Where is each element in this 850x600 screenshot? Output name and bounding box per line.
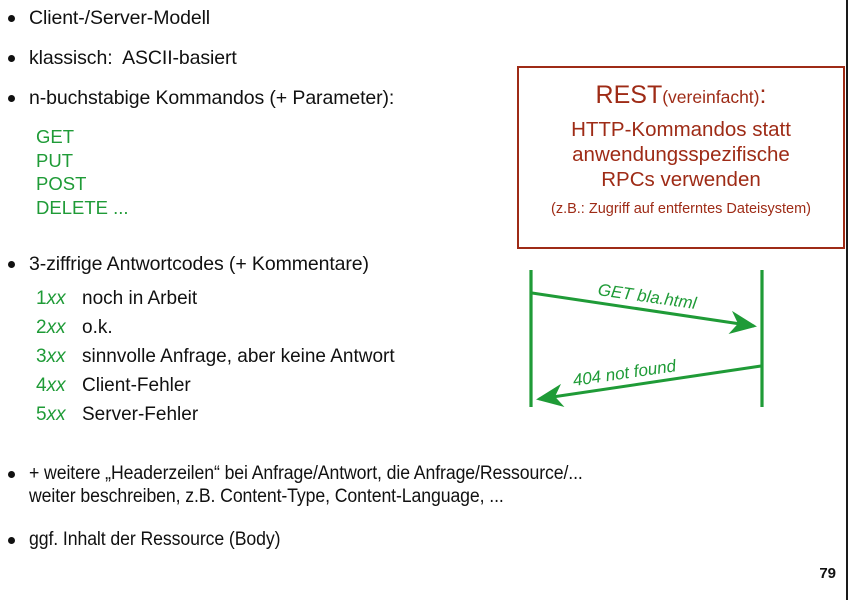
response-code-desc: o.k.: [82, 317, 113, 338]
rest-callout-box: REST(vereinfacht): HTTP-Kommandos statt …: [517, 66, 845, 249]
bullet-dot-icon: [8, 471, 15, 478]
http-verb-post: POST: [36, 173, 87, 194]
response-code-key: 3xx: [36, 346, 66, 367]
response-code-list: 1xx noch in Arbeit 2xx o.k. 3xx sinnvoll…: [36, 288, 395, 433]
response-code-desc: sinnvolle Anfrage, aber keine Antwort: [82, 346, 395, 367]
rest-title: REST(vereinfacht):: [519, 80, 843, 112]
response-code-desc: Client-Fehler: [82, 375, 191, 396]
response-code-desc: Server-Fehler: [82, 404, 199, 425]
bullet-label-block: + weitere „Headerzeilen“ bei Anfrage/Ant…: [29, 462, 624, 508]
bullet-item-4: + weitere „Headerzeilen“ bei Anfrage/Ant…: [8, 462, 624, 508]
bullet-dot-icon: [8, 55, 15, 62]
response-code-row: 1xx noch in Arbeit: [36, 288, 395, 317]
sequence-diagram-svg: [529, 270, 764, 408]
response-code-row: 5xx Server-Fehler: [36, 404, 395, 433]
http-verb-list: GET PUT POST DELETE ...: [36, 125, 129, 219]
bullet-item-1: klassisch: ASCII-basiert: [8, 46, 237, 71]
bullet-dot-icon: [8, 537, 15, 544]
response-code-desc: noch in Arbeit: [82, 288, 198, 309]
rest-body-text: HTTP-Kommandos statt anwendungsspezifisc…: [571, 118, 791, 191]
rest-title-colon: :: [759, 81, 767, 109]
http-verb-put: PUT: [36, 149, 73, 171]
rest-title-qualifier: (vereinfacht): [662, 87, 760, 107]
bullet-item-2: n-buchstabige Kommandos (+ Parameter):: [8, 86, 394, 111]
response-code-row: 3xx sinnvolle Anfrage, aber keine Antwor…: [36, 346, 395, 375]
http-verb-get: GET: [36, 126, 75, 147]
bullet-label: ggf. Inhalt der Ressource (Body): [29, 529, 281, 550]
rest-title-main: REST: [595, 81, 663, 109]
rest-note-text: (z.B.: Zugriff auf entferntes Dateisyste…: [550, 201, 812, 217]
response-code-key: 5xx: [36, 404, 66, 425]
response-code-key: 1xx: [36, 288, 66, 309]
bullet-label: 3-ziffrige Antwortcodes (+ Kommentare): [29, 253, 369, 275]
response-code-key: 4xx: [36, 375, 66, 396]
bullet-item-5: ggf. Inhalt der Ressource (Body): [8, 528, 299, 551]
bullet-dot-icon: [8, 15, 15, 22]
bullet-dot-icon: [8, 95, 15, 102]
bullet-item-0: Client-/Server-Modell: [8, 6, 210, 31]
bullet-label-line2: weiter beschreiben, z.B. Content-Type, C…: [29, 486, 504, 507]
bullet-label: Client-/Server-Modell: [29, 7, 211, 29]
page-number: 79: [819, 565, 836, 582]
http-verb-delete: DELETE ...: [36, 196, 129, 218]
bullet-label-line1: + weitere „Headerzeilen“ bei Anfrage/Ant…: [29, 463, 583, 484]
bullet-dot-icon: [8, 261, 15, 268]
page-edge-line: [846, 0, 848, 600]
sequence-diagram: GET bla.html 404 not found: [510, 258, 810, 418]
bullet-label: n-buchstabige Kommandos (+ Parameter):: [29, 87, 395, 109]
response-code-row: 2xx o.k.: [36, 317, 395, 346]
response-code-key: 2xx: [36, 317, 66, 338]
message-arrow-response: [536, 364, 762, 408]
bullet-label: klassisch: ASCII-basiert: [29, 47, 237, 69]
bullet-item-3: 3-ziffrige Antwortcodes (+ Kommentare): [8, 252, 369, 277]
message-arrow-request: [531, 291, 757, 335]
response-code-row: 4xx Client-Fehler: [36, 375, 395, 404]
